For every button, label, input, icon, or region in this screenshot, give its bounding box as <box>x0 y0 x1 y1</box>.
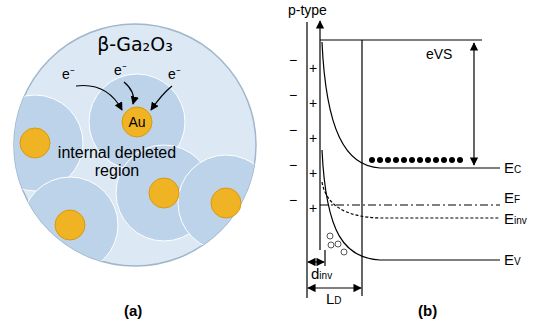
negative-charge: − <box>289 192 297 208</box>
surface-line <box>306 22 307 298</box>
fermi-level-label: EF <box>504 190 520 208</box>
positive-charge: + <box>309 200 317 216</box>
vacuum-reference <box>320 39 482 40</box>
valence-band-label: EV <box>504 252 521 270</box>
positive-charge: + <box>309 165 317 181</box>
negative-charge: − <box>289 52 297 68</box>
debye-length-arrow <box>308 287 361 288</box>
inversion-width-arrow <box>308 261 324 262</box>
electrons <box>369 157 463 163</box>
panel-label: (a) <box>124 303 142 319</box>
grain-circle: β-Ga₂O₃ internal depleted region Au <box>12 22 258 268</box>
inversion-width-label: dinv <box>310 266 333 284</box>
inversion-level-label: Einv <box>504 211 527 229</box>
surface-potential: eVS <box>426 46 452 62</box>
fermi-level <box>320 204 500 205</box>
electron-label: e⁻ <box>114 62 127 78</box>
negative-charge: − <box>289 87 297 103</box>
electron-label: e⁻ <box>168 66 181 82</box>
material-name: β-Ga₂O₃ <box>12 32 258 56</box>
conduction-band-label: EC <box>504 160 521 178</box>
holes <box>327 233 347 255</box>
conduction-band <box>322 42 500 168</box>
region-label: internal depleted region <box>42 144 192 180</box>
depletion-boundary <box>361 40 362 296</box>
inversion-boundary <box>324 250 325 266</box>
gold-particle: Au <box>121 106 153 138</box>
positive-charge: + <box>309 95 317 111</box>
electron-label: e⁻ <box>62 66 75 82</box>
valence-band <box>322 150 500 260</box>
positive-charge: + <box>309 60 317 76</box>
debye-length-label: LD <box>326 291 342 309</box>
surface-line <box>319 40 320 250</box>
surface-potential-arrow <box>473 43 474 165</box>
negative-charge: − <box>289 122 297 138</box>
positive-charge: + <box>309 130 317 146</box>
inversion-level <box>322 182 500 218</box>
panel-label: (b) <box>418 303 437 319</box>
doping-type: p-type <box>288 2 327 18</box>
particle-label: Au <box>121 106 153 138</box>
p-type-arrow <box>319 21 320 40</box>
negative-charge: − <box>289 157 297 173</box>
